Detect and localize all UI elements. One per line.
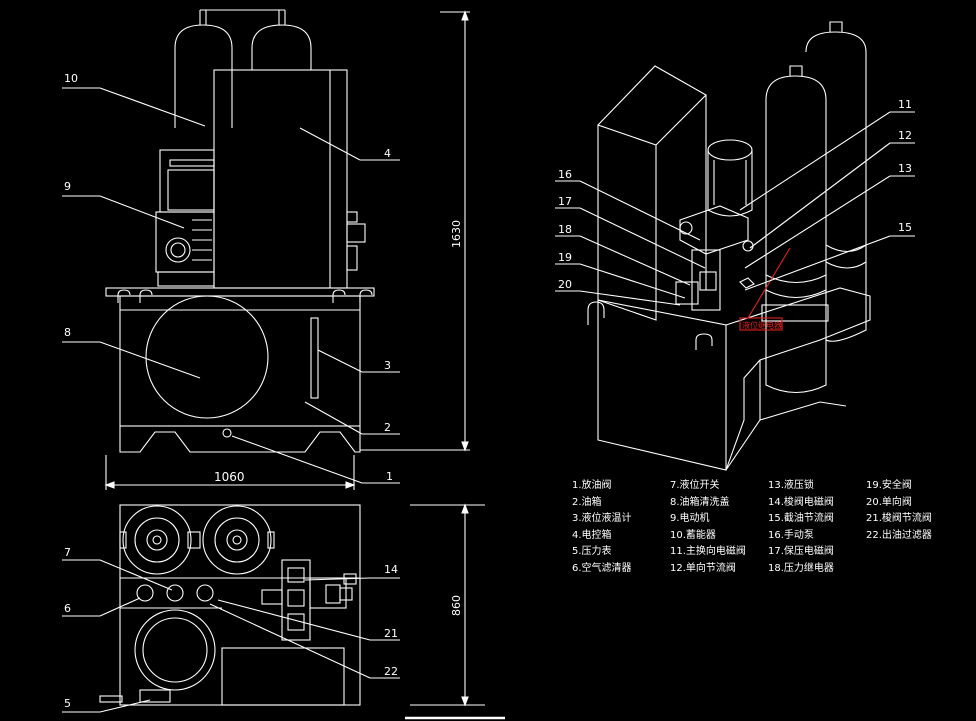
callout-13: 13 xyxy=(898,162,912,175)
callout-20: 20 xyxy=(558,278,572,291)
tank-cleaning-cover xyxy=(145,295,269,419)
accumulator-right xyxy=(251,24,312,70)
air-filter xyxy=(136,584,154,602)
motor-top-view xyxy=(134,609,216,691)
dimension-depth: 860 xyxy=(450,595,463,616)
control-cabinet xyxy=(213,69,348,289)
callout-8: 8 xyxy=(64,326,71,339)
plan-view xyxy=(62,503,505,720)
legend-col-3: 13.液压锁 14.梭阀电磁阀 15.截油节流阀 16.手动泵 17.保压电磁阀… xyxy=(768,478,834,577)
legend-item: 15.截油节流阀 xyxy=(768,513,834,524)
callout-18: 18 xyxy=(558,223,572,236)
callout-7: 7 xyxy=(64,546,71,559)
accumulator-top-right xyxy=(202,505,272,575)
legend-item: 11.主换向电磁阀 xyxy=(670,546,746,557)
legend-item: 6.空气滤清器 xyxy=(572,562,632,574)
level-switch xyxy=(166,584,184,602)
callout-14: 14 xyxy=(384,563,398,576)
callout-11: 11 xyxy=(898,98,912,111)
valve-block-plan xyxy=(281,559,311,641)
legend-item: 16.手动泵 xyxy=(768,529,814,541)
callout-labels: 10 9 8 4 3 2 1 7 6 5 14 21 22 16 17 18 1… xyxy=(64,72,912,710)
callout-6: 6 xyxy=(64,602,71,615)
legend-item: 19.安全阀 xyxy=(866,480,912,491)
callout-2: 2 xyxy=(384,421,391,434)
legend-col-2: 7.液位开关 8.油箱清洗盖 9.电动机 10.蓄能器 11.主换向电磁阀 12… xyxy=(670,478,746,577)
legend-item: 21.梭阀节流阀 xyxy=(866,513,932,524)
dimension-width: 1060 xyxy=(214,470,245,484)
isometric-view xyxy=(555,21,915,471)
legend-item: 1.放油阀 xyxy=(572,480,612,491)
iso-accumulator-front xyxy=(765,75,827,393)
legend-item: 18.压力继电器 xyxy=(768,562,834,574)
callout-1: 1 xyxy=(386,470,393,483)
callout-22: 22 xyxy=(384,665,398,678)
legend-item: 3.液位液温计 xyxy=(572,513,632,524)
iso-tag-text: 液位继电器 xyxy=(742,320,782,330)
legend-col-1: 1.放油阀 2.油箱 3.液位液温计 4.电控箱 5.压力表 6.空气滤清器 xyxy=(572,478,632,577)
callout-21: 21 xyxy=(384,627,398,640)
callout-10: 10 xyxy=(64,72,78,85)
iso-accumulator-rear xyxy=(805,31,867,342)
callout-17: 17 xyxy=(558,195,572,208)
callout-16: 16 xyxy=(558,168,572,181)
front-view xyxy=(62,9,470,490)
plan-outline xyxy=(119,504,361,706)
legend-item: 17.保压电磁阀 xyxy=(768,546,834,557)
legend-item: 2.油箱 xyxy=(572,496,602,508)
iso-red-tag xyxy=(739,317,783,331)
legend-item: 5.压力表 xyxy=(572,546,612,557)
callout-19: 19 xyxy=(558,251,572,264)
callout-4: 4 xyxy=(384,147,391,160)
callout-3: 3 xyxy=(384,359,391,372)
legend-item: 13.液压锁 xyxy=(768,480,814,491)
legend-item: 10.蓄能器 xyxy=(670,529,716,541)
callout-5: 5 xyxy=(64,697,71,710)
dimension-height: 1630 xyxy=(450,220,463,248)
legend-item: 14.梭阀电磁阀 xyxy=(768,496,834,508)
accumulator-left xyxy=(174,24,233,128)
drain-valve xyxy=(222,428,232,438)
legend-item: 9.电动机 xyxy=(670,513,710,524)
legend-item: 7.液位开关 xyxy=(670,480,720,491)
callout-9: 9 xyxy=(64,180,71,193)
accumulator-top-left xyxy=(122,505,192,575)
legend-item: 20.单向阀 xyxy=(866,496,912,508)
iso-tank xyxy=(597,299,727,471)
legend-item: 8.油箱清洗盖 xyxy=(670,496,730,508)
legend-col-4: 19.安全阀 20.单向阀 21.梭阀节流阀 22.出油过滤器 xyxy=(866,478,932,544)
callout-15: 15 xyxy=(898,221,912,234)
iso-valve-manifold xyxy=(679,205,749,255)
level-gauge xyxy=(310,317,319,399)
legend-item: 4.电控箱 xyxy=(572,529,612,541)
outlet-filter xyxy=(196,584,214,602)
legend-item: 22.出油过滤器 xyxy=(866,529,932,541)
iso-cabinet xyxy=(597,65,707,321)
callout-12: 12 xyxy=(898,129,912,142)
legend-item: 12.单向节流阀 xyxy=(670,562,736,574)
